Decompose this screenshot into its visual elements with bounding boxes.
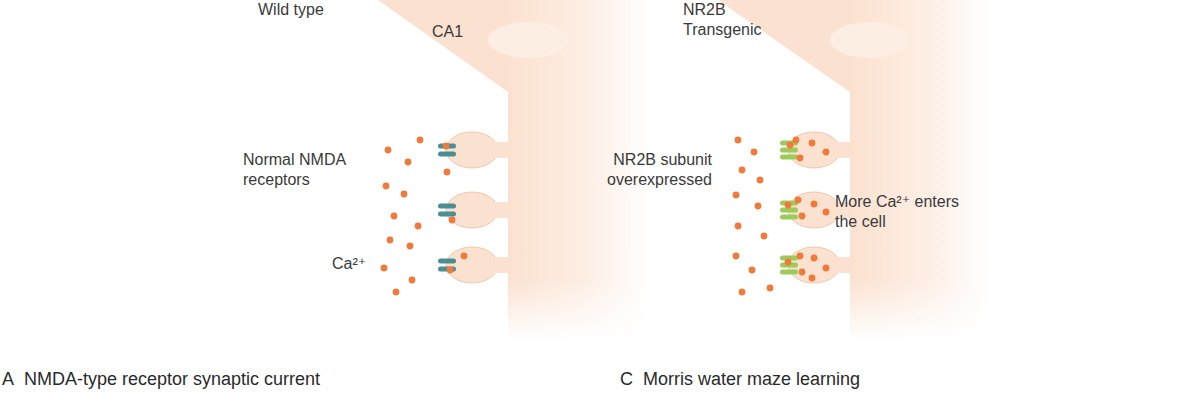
calcium-ion: [739, 167, 746, 174]
calcium-ion: [735, 223, 742, 230]
spine-join: [494, 257, 510, 273]
calcium-ion: [447, 267, 454, 274]
calcium-ion: [401, 191, 408, 198]
calcium-ion: [795, 197, 802, 204]
receptor: [780, 208, 798, 213]
spine-join: [836, 142, 852, 158]
spine-head: [446, 192, 498, 228]
calcium-ion: [755, 203, 762, 210]
receptor: [438, 144, 456, 149]
calcium-ion: [409, 277, 416, 284]
panel-title: NMDA-type receptor synaptic current: [24, 368, 444, 390]
panel-heading: NR2B Transgenic: [683, 0, 783, 40]
receptor-label: NR2B subunit overexpressed: [580, 150, 712, 190]
calcium-ion: [823, 149, 830, 156]
calcium-ion: [809, 275, 816, 282]
calcium-ion: [809, 140, 816, 147]
calcium-ion: [823, 209, 830, 216]
calcium-ion: [733, 192, 740, 199]
receptor: [780, 270, 798, 275]
panel-letter: A: [2, 368, 20, 390]
calcium-ion: [449, 217, 456, 224]
receptor: [438, 212, 456, 217]
calcium-ion: [757, 177, 764, 184]
receptor: [438, 152, 456, 157]
calcium-ion: [735, 137, 742, 144]
region-label: CA1: [432, 22, 492, 42]
dendritic-spine: [780, 132, 854, 168]
calcium-ion: [793, 137, 800, 144]
calcium-ion: [417, 137, 424, 144]
fade-overlay: [370, 280, 1010, 342]
dendritic-spine: [438, 132, 512, 168]
calcium-ion: [381, 265, 388, 272]
calcium-ion: [391, 213, 398, 220]
calcium-ion: [733, 253, 740, 260]
calcium-ion: [739, 289, 746, 296]
calcium-ion: [444, 169, 451, 176]
calcium-ion: [461, 253, 468, 260]
receptor: [438, 259, 456, 264]
dendritic-spine: [780, 247, 854, 283]
receptor: [780, 148, 798, 153]
calcium-ion: [787, 142, 794, 149]
receptor: [780, 155, 798, 160]
ion-note: More Ca²⁺ enters the cell: [835, 192, 965, 232]
calcium-ion: [443, 143, 450, 150]
receptor: [780, 215, 798, 220]
ion-label: Ca²⁺: [332, 254, 382, 274]
spine-head: [446, 247, 498, 283]
calcium-ion: [785, 202, 792, 209]
dendritic-spine: [438, 192, 512, 228]
receptor: [438, 204, 456, 209]
calcium-ion: [823, 265, 830, 272]
calcium-ion: [383, 183, 390, 190]
spine-join: [494, 142, 510, 158]
calcium-ion: [385, 147, 392, 154]
calcium-ion: [405, 159, 412, 166]
nucleus: [488, 22, 568, 58]
dendritic-spine: [438, 247, 512, 283]
calcium-ion: [799, 269, 806, 276]
calcium-ion: [749, 267, 756, 274]
calcium-ion: [415, 223, 422, 230]
calcium-ion: [785, 259, 792, 266]
panel-title: Morris water maze learning: [643, 368, 1063, 390]
spine-join: [836, 257, 852, 273]
calcium-ion: [407, 243, 414, 250]
calcium-ion: [799, 213, 806, 220]
panel-letter: C: [620, 368, 638, 390]
spine-join: [494, 202, 510, 218]
calcium-ion: [393, 289, 400, 296]
receptor-label: Normal NMDA receptors: [243, 150, 355, 190]
panel-heading: Wild type: [258, 0, 378, 20]
calcium-ion: [811, 255, 818, 262]
calcium-ion: [761, 233, 768, 240]
nucleus: [830, 22, 910, 58]
calcium-ion: [767, 285, 774, 292]
calcium-ion: [751, 149, 758, 156]
calcium-ion: [811, 201, 818, 208]
calcium-ion: [387, 237, 394, 244]
calcium-ion: [797, 253, 804, 260]
calcium-ion: [797, 155, 804, 162]
spine-head: [446, 132, 498, 168]
